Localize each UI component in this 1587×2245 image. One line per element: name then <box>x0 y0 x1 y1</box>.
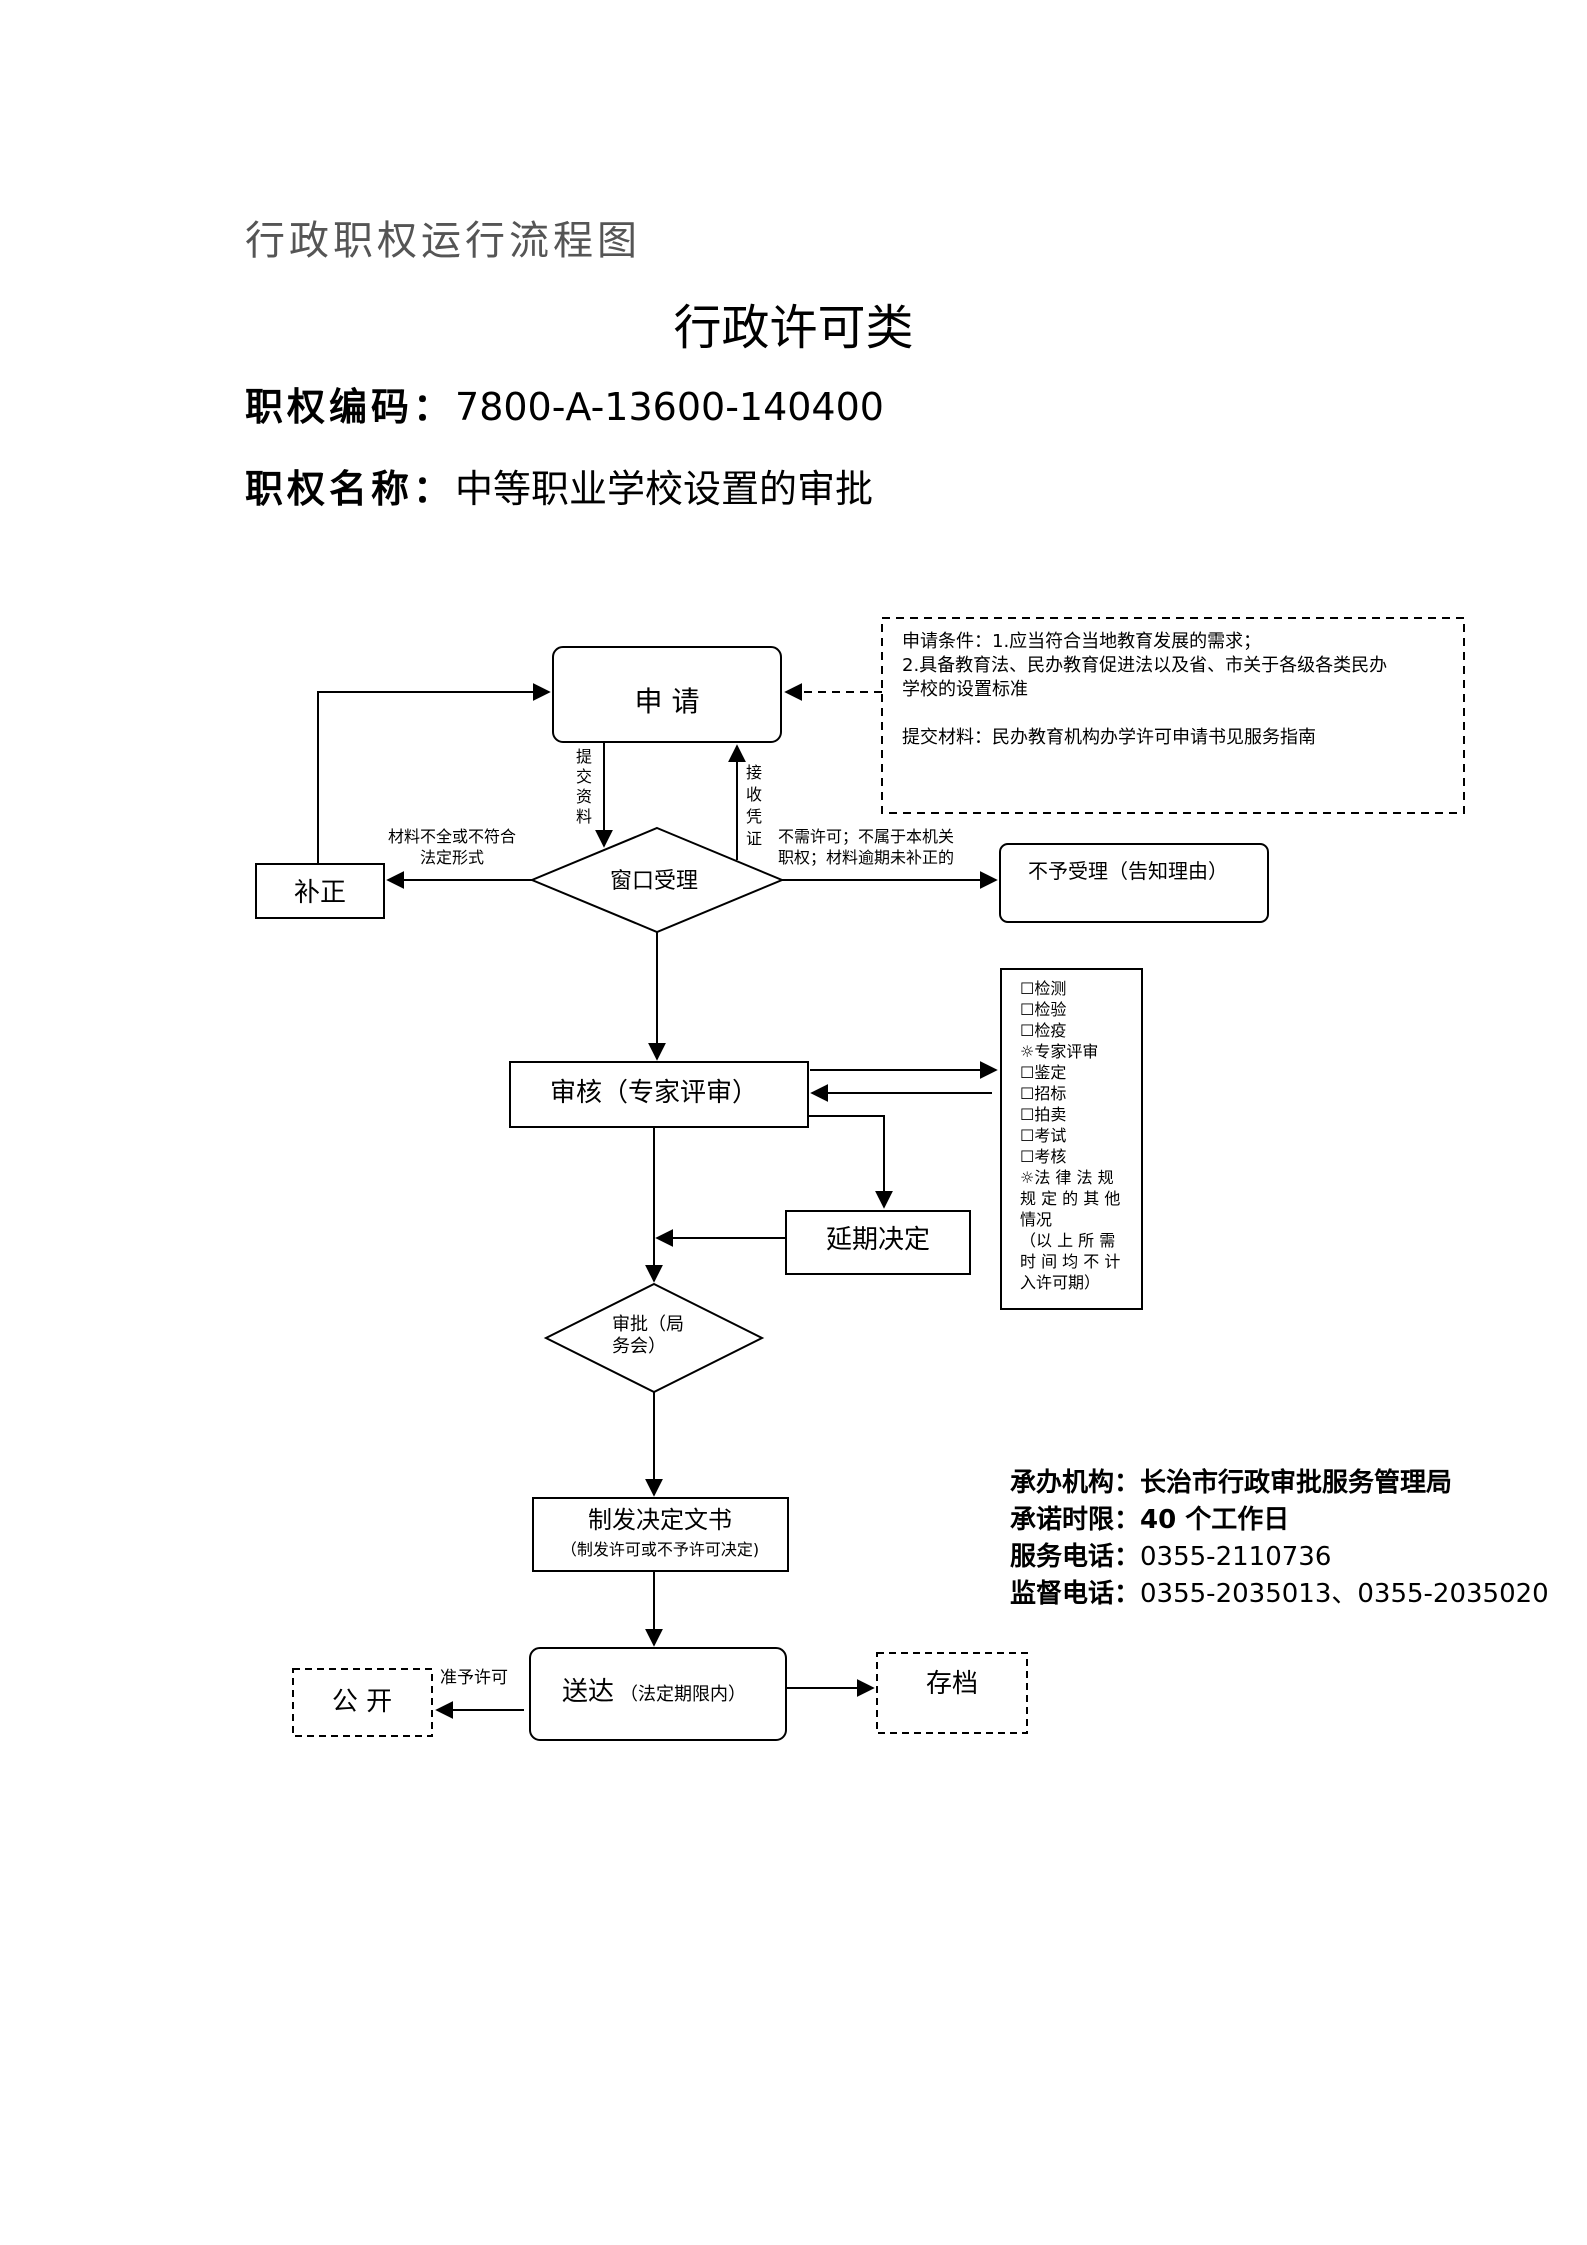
limit-value: 40 个工作日 <box>1140 1505 1290 1535</box>
checklist-item-9: ☐考核 <box>1020 1147 1066 1166</box>
decision-box <box>532 1497 789 1572</box>
review-label: 审核（专家评审） <box>550 1078 758 1108</box>
archive-label: 存档 <box>926 1669 978 1699</box>
review-box <box>509 1061 809 1128</box>
apply-label: 申 请 <box>635 685 700 718</box>
decision-sub-label: （制发许可或不予许可决定) <box>561 1540 759 1559</box>
category-title: 行政许可类 <box>673 300 914 356</box>
incomplete-line-2: 法定形式 <box>420 848 484 867</box>
checklist-box <box>1000 968 1143 1310</box>
permit-label: 准予许可 <box>440 1668 508 1688</box>
power-name-label: 职权名称： <box>245 466 456 511</box>
checklist-item-8: ☐考试 <box>1020 1126 1066 1145</box>
conditions-box <box>881 617 1465 814</box>
reject-line-2: 职权；材料逾期未补正的 <box>778 848 954 867</box>
power-name-value: 中等职业学校设置的审批 <box>455 467 874 511</box>
submit-char-3: 资 <box>576 787 592 806</box>
decision-main-label: 制发决定文书 <box>588 1506 732 1534</box>
receipt-char-1: 接 <box>746 763 762 782</box>
archive-box <box>876 1652 1028 1734</box>
to-extend-arrow <box>808 1115 893 1209</box>
phone-label: 服务电话： <box>1010 1542 1141 1572</box>
supervise-row: 监督电话：0355-2035013、0355-2035020 <box>1010 1573 1549 1610</box>
receipt-char-4: 证 <box>746 829 762 848</box>
condition-line-2: 2.具备教育法、民办教育促进法以及省、市关于各级各类民办 <box>902 655 1387 676</box>
agency-row: 承办机构：长治市行政审批服务管理局 <box>1010 1462 1452 1499</box>
supplement-label: 补正 <box>294 878 346 908</box>
power-code-label: 职权编码： <box>245 384 456 429</box>
checklist-item-7: ☐拍卖 <box>1020 1105 1066 1124</box>
checklist-item-12: 情况 <box>1020 1210 1052 1229</box>
publish-box <box>292 1668 433 1737</box>
reject-box <box>999 843 1269 923</box>
deliver-sub-label: （法定期限内） <box>620 1684 746 1705</box>
submit-char-4: 料 <box>576 807 592 826</box>
reject-line-1: 不需许可；不属于本机关 <box>778 827 954 846</box>
checklist-item-11: 规 定 的 其 他 <box>1020 1189 1120 1208</box>
reject-box-label: 不予受理（告知理由） <box>1028 859 1228 883</box>
incomplete-line-1: 材料不全或不符合 <box>388 827 516 846</box>
checklist-item-15: 入许可期） <box>1020 1273 1100 1292</box>
receipt-char-2: 收 <box>746 785 762 804</box>
checklist-item-5: ☐鉴定 <box>1020 1063 1066 1082</box>
document-title: 行政职权运行流程图 <box>245 218 641 264</box>
limit-row: 承诺时限：40 个工作日 <box>1010 1499 1289 1536</box>
supervise-label: 监督电话： <box>1010 1579 1141 1609</box>
window-label: 窗口受理 <box>610 869 698 894</box>
phone-row: 服务电话：0355-2110736 <box>1010 1536 1331 1573</box>
apply-box <box>552 646 782 743</box>
extend-box <box>785 1210 971 1275</box>
condition-line-3: 学校的设置标准 <box>902 679 1028 700</box>
supplement-box <box>255 863 385 919</box>
condition-line-1: 申请条件：1.应当符合当地教育发展的需求； <box>902 631 1261 652</box>
receipt-char-3: 凭 <box>746 807 762 826</box>
resubmit-loop <box>317 683 551 864</box>
checklist-item-13: （以 上 所 需 <box>1020 1231 1115 1250</box>
agency-label: 承办机构： <box>1010 1468 1141 1498</box>
power-code-value: 7800-A-13600-140400 <box>455 385 884 429</box>
checklist-item-6: ☐招标 <box>1020 1084 1066 1103</box>
limit-label: 承诺时限： <box>1010 1505 1141 1535</box>
agency-value: 长治市行政审批服务管理局 <box>1140 1468 1453 1498</box>
approve-line-2: 务会） <box>612 1336 666 1357</box>
submit-char-2: 交 <box>576 767 592 786</box>
checklist-item-3: ☐检疫 <box>1020 1021 1066 1040</box>
power-name-row: 职权名称：中等职业学校设置的审批 <box>245 458 873 513</box>
materials-line: 提交材料：民办教育机构办学许可申请书见服务指南 <box>902 727 1316 748</box>
approve-line-1: 审批（局 <box>612 1314 684 1335</box>
submit-char-1: 提 <box>576 747 592 766</box>
checklist-item-2: ☐检验 <box>1020 1000 1066 1019</box>
supervise-value: 0355-2035013、0355-2035020 <box>1140 1579 1549 1609</box>
checklist-item-4: ☼专家评审 <box>1020 1042 1098 1061</box>
deliver-main-label: 送达 <box>562 1677 614 1707</box>
checklist-item-1: ☐检测 <box>1020 979 1066 998</box>
phone-value: 0355-2110736 <box>1140 1542 1332 1572</box>
checklist-item-10: ☼法 律 法 规 <box>1020 1168 1114 1187</box>
checklist-item-14: 时 间 均 不 计 <box>1020 1252 1120 1271</box>
publish-label: 公 开 <box>332 1687 392 1717</box>
deliver-box <box>529 1647 787 1741</box>
extend-label: 延期决定 <box>826 1225 930 1255</box>
power-code-row: 职权编码：7800-A-13600-140400 <box>245 376 884 431</box>
